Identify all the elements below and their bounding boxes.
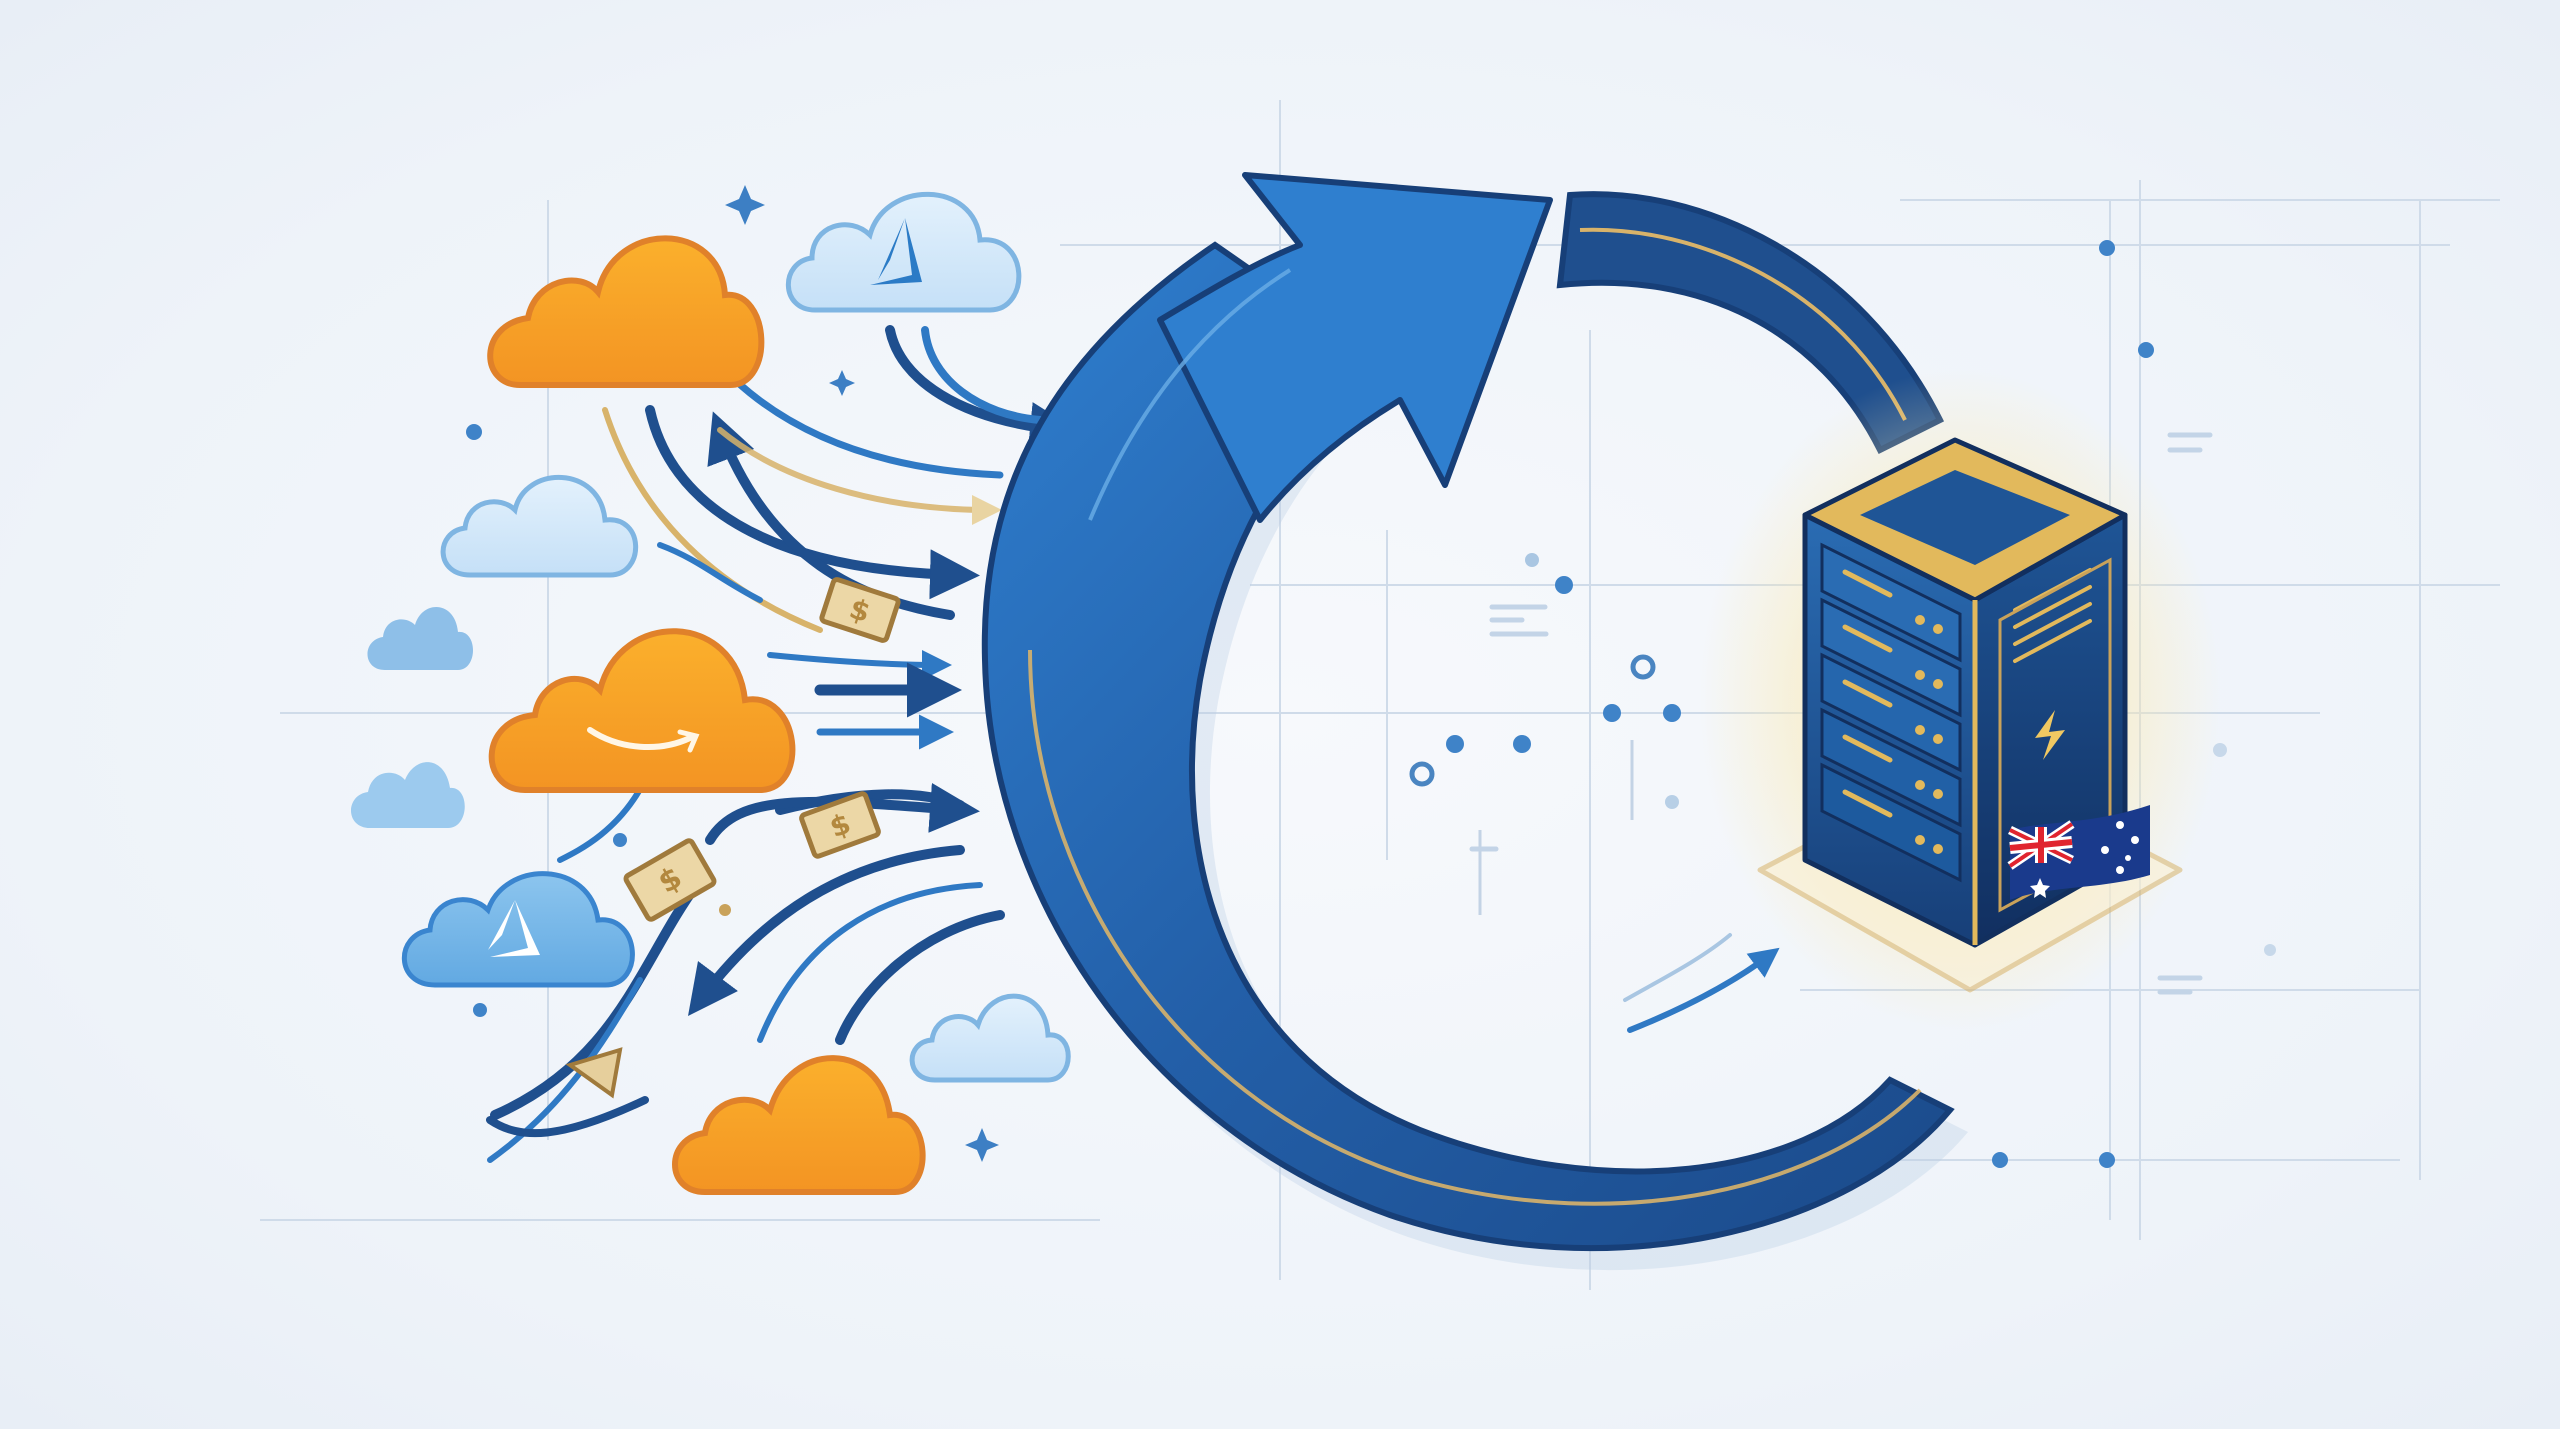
aws-cloud-middle (488, 628, 796, 793)
money-notes: $ $ $ (565, 577, 901, 1099)
money-note: $ (819, 577, 901, 643)
paper-plane-icon (565, 1047, 623, 1099)
rack-led-lines (1842, 569, 1893, 818)
money-note: $ (623, 838, 717, 922)
amazon-smile-icon (587, 727, 693, 750)
azure-logo-icon (870, 218, 922, 285)
aws-cloud-bottom (672, 1055, 926, 1195)
azure-logo-icon (488, 900, 540, 957)
plain-cloud-left-3 (350, 762, 465, 828)
azure-cloud-bottom (401, 871, 635, 988)
azure-cloud-top (785, 191, 1022, 313)
migration-flow-arrows (486, 325, 1080, 1163)
plain-cloud-left-1 (440, 475, 639, 578)
arrow-head (1157, 172, 1553, 523)
data-points (466, 240, 2276, 1168)
spark-icon (2035, 710, 2065, 760)
return-arrow (1623, 933, 1780, 1033)
plain-cloud-left-2 (367, 607, 473, 670)
sparkle-icons (725, 185, 999, 1162)
destination-server (1700, 370, 2220, 1030)
aws-cloud-top (487, 235, 765, 388)
rack-units (1820, 542, 1962, 883)
cloud-group (350, 191, 1071, 1195)
rack-leds (1915, 615, 1943, 854)
australia-flag-icon (2007, 805, 2150, 900)
plain-cloud-right (909, 993, 1071, 1083)
money-note: $ (799, 791, 881, 859)
